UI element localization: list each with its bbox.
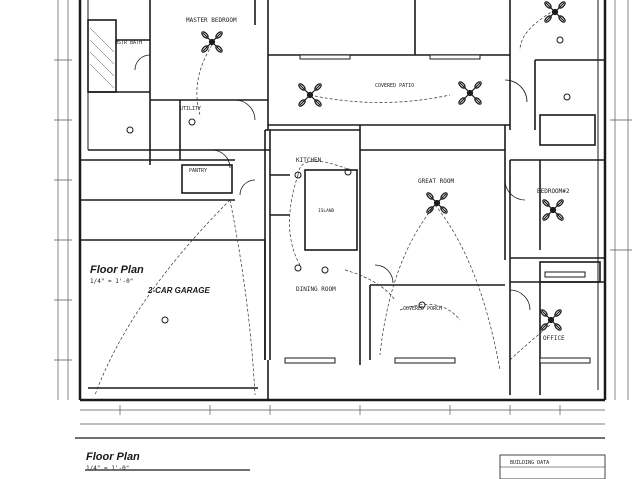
right-dimensions <box>610 0 632 400</box>
label-office: OFFICE <box>543 335 565 342</box>
floor-plan-title: Floor Plan <box>90 264 144 276</box>
garage-walls <box>79 240 269 400</box>
label-great-room: GREAT ROOM <box>418 178 455 185</box>
electrical-wiring <box>94 9 556 396</box>
label-island: ISLAND <box>318 208 335 214</box>
ceiling-fan-icon <box>542 199 564 221</box>
windows <box>284 54 591 364</box>
label-bedroom-2: BEDROOM#2 <box>537 188 570 195</box>
bottom-floor-plan-title: Floor Plan <box>86 451 140 463</box>
door-swings <box>134 54 531 311</box>
ceiling-fan-icon <box>201 31 223 53</box>
light-fixture-icon <box>126 36 571 324</box>
bedroom2-office-walls <box>510 59 605 395</box>
master-bath-walls <box>87 0 270 151</box>
label-master-bath: MSTR BATH <box>115 40 142 46</box>
title-block <box>75 437 606 479</box>
ceiling-fan-icon <box>544 1 566 23</box>
ceiling-fan-icon <box>458 81 482 105</box>
floor-plan-scale: 1/4" = 1'-0" <box>90 278 133 285</box>
label-covered-porch: COVERED PORCH <box>403 306 442 312</box>
label-utility: UTILITY <box>180 106 201 112</box>
label-dining-room: DINING ROOM <box>296 286 336 293</box>
label-pantry: PANTRY <box>189 168 207 174</box>
ceiling-fan-icon <box>540 309 562 331</box>
ceiling-fan-icon <box>426 192 448 214</box>
label-covered-patio: COVERED PATIO <box>375 83 414 89</box>
building-data-label: BUILDING DATA <box>510 460 549 466</box>
shower-hatch <box>89 27 115 89</box>
bottom-floor-plan-scale: 1/4" = 1'-0" <box>86 465 129 472</box>
label-master-bedroom: MASTER BEDROOM <box>186 17 237 24</box>
master-bedroom-walls <box>150 0 269 130</box>
bottom-dimensions <box>80 405 605 425</box>
utility-pantry-walls <box>80 100 265 241</box>
great-room-walls <box>360 125 511 395</box>
label-kitchen: KITCHEN <box>296 157 322 164</box>
label-garage: 2-CAR GARAGE <box>147 286 210 295</box>
left-dimensions <box>54 0 72 400</box>
ceiling-fan-icon <box>298 83 322 107</box>
